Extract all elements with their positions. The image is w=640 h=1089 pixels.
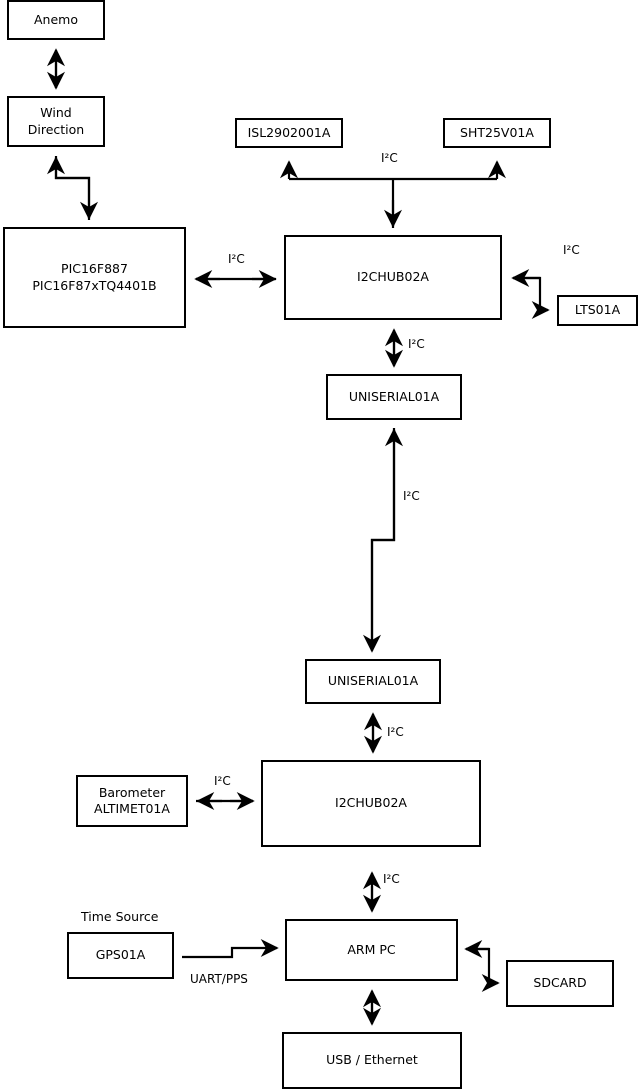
- node-sht25v01a[interactable]: SHT25V01A: [443, 118, 551, 148]
- node-uniserial01a-top[interactable]: UNISERIAL01A: [326, 374, 462, 420]
- wire-uniserial-up: [370, 428, 404, 649]
- node-gps01a[interactable]: GPS01A: [67, 932, 174, 979]
- node-i2chub02a-top[interactable]: I2CHUB02A: [284, 235, 502, 320]
- wire-wind-pic: [54, 156, 99, 220]
- label-time-source: Time Source: [81, 909, 159, 924]
- node-barometer[interactable]: Barometer ALTIMET01A: [76, 775, 188, 827]
- wire-gps-armpc: [182, 938, 279, 959]
- node-gps01a-label: GPS01A: [95, 947, 146, 963]
- node-sdcard-label: SDCARD: [533, 975, 587, 991]
- wire-hub-lts: [513, 276, 550, 320]
- edge-label-i2c-hub-armpc: I²C: [383, 872, 400, 886]
- node-lts01a[interactable]: LTS01A: [557, 295, 638, 326]
- wire-pic-wind: [46, 156, 91, 220]
- edge-label-i2c-pic-hub: I²C: [228, 252, 245, 266]
- node-wind-direction[interactable]: Wind Direction: [7, 96, 105, 147]
- edge-label-i2c-uniserial-link: I²C: [403, 489, 420, 503]
- node-pic-mcu-label: PIC16F887 PIC16F87xTQ4401B: [32, 261, 157, 293]
- node-usb-ethernet-label: USB / Ethernet: [326, 1052, 418, 1068]
- node-arm-pc-label: ARM PC: [347, 941, 396, 957]
- node-sht25v01a-label: SHT25V01A: [460, 124, 534, 140]
- node-uniserial01a-top-label: UNISERIAL01A: [348, 388, 440, 404]
- edge-label-i2c-uniserial-hub-bottom: I²C: [387, 725, 404, 739]
- edge-label-i2c-lts: I²C: [563, 243, 580, 257]
- node-barometer-label: Barometer ALTIMET01A: [94, 784, 170, 817]
- node-i2chub02a-top-label: I2CHUB02A: [357, 269, 429, 285]
- node-sdcard[interactable]: SDCARD: [506, 960, 614, 1007]
- node-uniserial01a-bottom-label: UNISERIAL01A: [327, 673, 419, 689]
- edge-label-i2c-sensor-bus: I²C: [381, 151, 398, 165]
- edge-label-i2c-barometer: I²C: [214, 774, 231, 788]
- node-arm-pc[interactable]: ARM PC: [285, 919, 458, 981]
- node-anemo-label: Anemo: [34, 11, 78, 27]
- node-wind-direction-label: Wind Direction: [27, 105, 85, 137]
- node-isl2902001a-label: ISL2902001A: [247, 124, 331, 140]
- node-i2chub02a-bottom-label: I2CHUB02A: [335, 795, 407, 811]
- edge-label-uart-pps: UART/PPS: [190, 972, 248, 986]
- node-isl2902001a[interactable]: ISL2902001A: [235, 118, 343, 148]
- node-usb-ethernet[interactable]: USB / Ethernet: [282, 1032, 462, 1089]
- node-uniserial01a-bottom[interactable]: UNISERIAL01A: [305, 659, 441, 704]
- edge-label-i2c-hub-uniserial: I²C: [408, 337, 425, 351]
- node-pic-mcu[interactable]: PIC16F887 PIC16F87xTQ4401B: [3, 227, 186, 328]
- node-i2chub02a-bottom[interactable]: I2CHUB02A: [261, 760, 481, 847]
- node-anemo[interactable]: Anemo: [7, 0, 105, 40]
- node-lts01a-label: LTS01A: [574, 302, 621, 318]
- wire-uniserial-down: [362, 428, 396, 653]
- wire-armpc-sdcard: [466, 947, 500, 993]
